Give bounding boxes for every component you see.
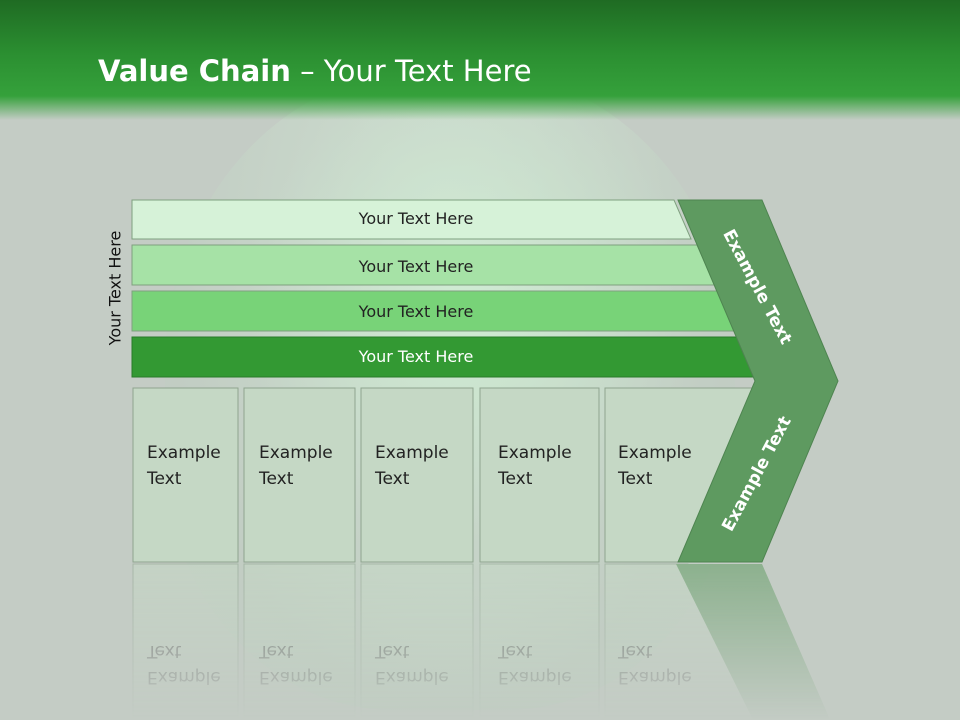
bar-4-label: Your Text Here: [358, 347, 474, 366]
box-1-line1: Example: [147, 443, 221, 463]
box-3-line1: Example: [375, 443, 449, 463]
bar-1-label: Your Text Here: [358, 209, 474, 228]
chevron-group: Example Text Example Text: [677, 199, 839, 563]
reflection-box: [132, 563, 239, 720]
title-bar: Value Chain – Your Text Here: [0, 0, 960, 120]
box-3: [360, 387, 474, 563]
bar-1: [131, 199, 692, 240]
box-2-line2: Text: [258, 469, 294, 489]
reflection-text: Text: [146, 641, 182, 661]
title-rest: – Your Text Here: [290, 54, 532, 88]
bars-group: Your Text Here Your Text Here Your Text …: [131, 199, 763, 378]
box-2-line1: Example: [259, 443, 333, 463]
boxes-group: Example Text Example Text Example Text E…: [132, 387, 763, 563]
slide-title: Value Chain – Your Text Here: [98, 54, 532, 88]
box-1: [132, 387, 239, 563]
chevron-arrow: [677, 199, 839, 563]
reflection-text: Text: [497, 641, 533, 661]
reflection-text: Example: [259, 667, 333, 687]
box-3-line2: Text: [374, 469, 410, 489]
reflection-box: [479, 563, 600, 720]
reflection-text: Text: [617, 641, 653, 661]
reflection-boxes: [132, 563, 831, 720]
title-bold: Value Chain: [98, 54, 291, 88]
box-4: [479, 387, 600, 563]
reflection-box: [243, 563, 356, 720]
reflection-text: Example: [147, 667, 221, 687]
box-4-line2: Text: [497, 469, 533, 489]
reflection-text: Example: [618, 667, 692, 687]
box-2: [243, 387, 356, 563]
box-5-line2: Text: [617, 469, 653, 489]
reflection-chevron: [676, 564, 831, 720]
bar-3-label: Your Text Here: [358, 302, 474, 321]
reflection-text: Example: [498, 667, 572, 687]
box-4-line1: Example: [498, 443, 572, 463]
box-1-line2: Text: [146, 469, 182, 489]
reflection-text: Text: [374, 641, 410, 661]
bar-2-label: Your Text Here: [358, 257, 474, 276]
reflection: Example Text Example Text Example Text E…: [132, 563, 831, 720]
box-5-line1: Example: [618, 443, 692, 463]
reflection-text: Text: [258, 641, 294, 661]
reflection-text: Example: [375, 667, 449, 687]
reflection-box: [360, 563, 474, 720]
